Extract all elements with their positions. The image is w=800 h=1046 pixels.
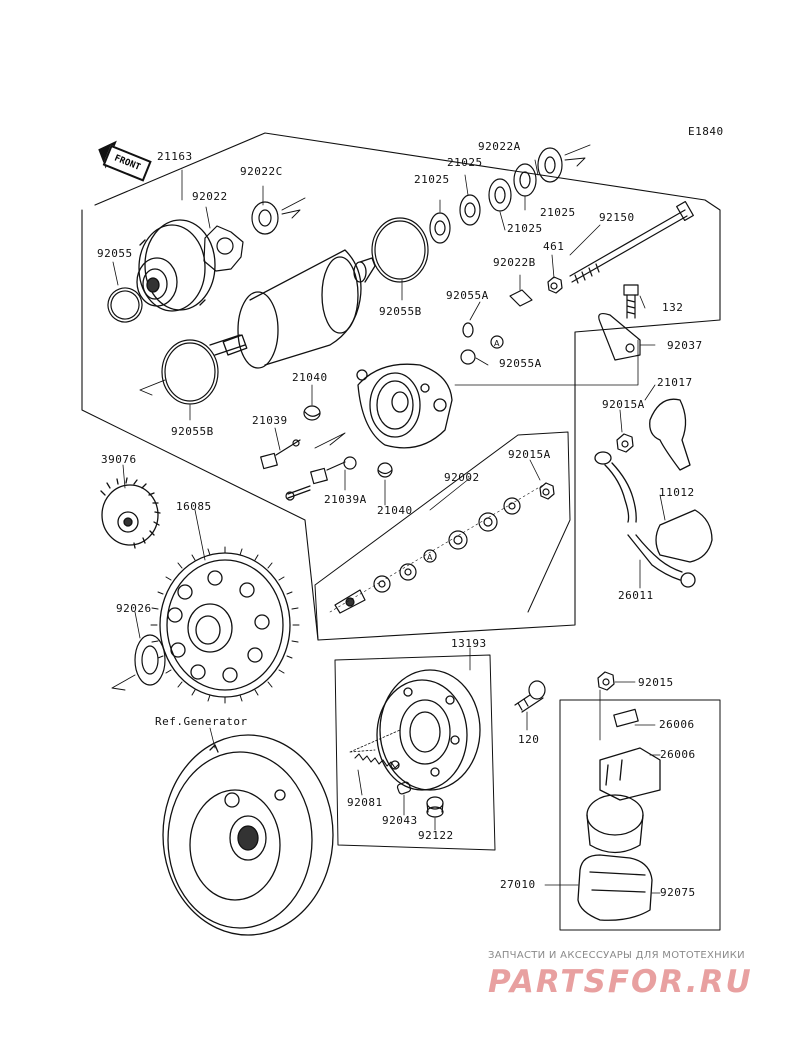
brush-spring-21040-b bbox=[377, 462, 393, 478]
part-label[interactable]: 21039A bbox=[324, 493, 367, 506]
washer-92026 bbox=[134, 634, 166, 686]
part-label[interactable]: 92015 bbox=[638, 676, 674, 689]
generator-rotor bbox=[162, 734, 334, 936]
part-label[interactable]: 21025 bbox=[540, 206, 576, 219]
part-label[interactable]: 92037 bbox=[667, 339, 703, 352]
svg-text:A: A bbox=[494, 339, 500, 348]
ref-mark-a-top bbox=[490, 335, 504, 349]
washer-92022C bbox=[251, 201, 279, 235]
part-label[interactable]: 21017 bbox=[657, 376, 693, 389]
part-label[interactable]: 92015A bbox=[508, 448, 551, 461]
part-label[interactable]: 92022B bbox=[493, 256, 536, 269]
watermark-tagline: ЗАПЧАСТИ И АКСЕССУАРЫ ДЛЯ МОТОТЕХНИКИ bbox=[488, 950, 745, 961]
thrust-washer-stack bbox=[429, 144, 591, 244]
watermark-brand: PARTSFOR.RU bbox=[488, 964, 753, 1000]
part-label[interactable]: 92081 bbox=[347, 796, 383, 809]
part-label[interactable]: 92055B bbox=[171, 425, 214, 438]
o-ring-92055A-a bbox=[462, 322, 474, 338]
brush-21039 bbox=[260, 439, 301, 470]
part-label[interactable]: 92150 bbox=[599, 211, 635, 224]
part-label[interactable]: 13193 bbox=[451, 637, 487, 650]
nut-461 bbox=[547, 276, 563, 294]
part-label[interactable]: 27010 bbox=[500, 878, 536, 891]
part-label[interactable]: 21163 bbox=[157, 150, 193, 163]
part-label[interactable]: 92022C bbox=[240, 165, 283, 178]
insulator-stack-92002 bbox=[329, 481, 555, 614]
reference-note: Ref.Generator bbox=[155, 715, 248, 728]
part-label[interactable]: 92043 bbox=[382, 814, 418, 827]
starter-clutch-gear-16085 bbox=[159, 552, 291, 698]
screw-21039 bbox=[285, 485, 311, 501]
part-label[interactable]: 26011 bbox=[618, 589, 654, 602]
part-label[interactable]: 21025 bbox=[414, 173, 450, 186]
starter-cable-26011 bbox=[594, 451, 696, 588]
o-ring-92055B-bottom bbox=[161, 339, 219, 405]
part-label[interactable]: 92055A bbox=[446, 289, 489, 302]
brush-21039A bbox=[310, 456, 357, 485]
part-label[interactable]: 21025 bbox=[507, 222, 543, 235]
diagram-code: E1840 bbox=[688, 125, 724, 138]
cap-11012 bbox=[655, 509, 713, 563]
part-label[interactable]: 16085 bbox=[176, 500, 212, 513]
part-label[interactable]: 132 bbox=[662, 301, 684, 314]
part-label[interactable]: 26006 bbox=[660, 748, 696, 761]
part-label[interactable]: 120 bbox=[518, 733, 540, 746]
relay-26006 bbox=[586, 747, 661, 854]
part-label[interactable]: 21025 bbox=[447, 156, 483, 169]
relay-group-outline bbox=[559, 699, 721, 931]
part-label[interactable]: 92026 bbox=[116, 602, 152, 615]
relay-cover-92075 bbox=[577, 854, 653, 921]
plate-92022B bbox=[509, 289, 533, 307]
boot-21017 bbox=[649, 398, 691, 471]
roller-92122 bbox=[426, 796, 444, 818]
part-label[interactable]: 92015A bbox=[602, 398, 645, 411]
brush-spring-21040-a bbox=[303, 405, 321, 421]
nut-92015 bbox=[597, 671, 615, 691]
o-ring-92055A-b bbox=[460, 349, 476, 365]
part-label[interactable]: 39076 bbox=[101, 453, 137, 466]
front-cover bbox=[356, 363, 453, 449]
part-label[interactable]: 92122 bbox=[418, 829, 454, 842]
brush-holder-group-outline bbox=[314, 431, 571, 641]
part-label[interactable]: 92075 bbox=[660, 886, 696, 899]
part-label[interactable]: 92055B bbox=[379, 305, 422, 318]
idler-gear-39076 bbox=[100, 477, 161, 549]
bracket-92037 bbox=[598, 312, 641, 361]
through-bolt-92150 bbox=[569, 200, 694, 284]
nut-92015A bbox=[616, 433, 634, 453]
part-label[interactable]: 461 bbox=[543, 240, 565, 253]
leader-lines bbox=[112, 159, 666, 894]
ref-mark-a-bottom: A bbox=[427, 553, 433, 562]
end-cover-21163 bbox=[136, 219, 216, 312]
o-ring-92055B-top bbox=[371, 217, 429, 283]
part-label[interactable]: 92055A bbox=[499, 357, 542, 370]
part-label[interactable]: 21040 bbox=[292, 371, 328, 384]
spring-92081 bbox=[354, 753, 400, 769]
starter-group-outline bbox=[81, 132, 721, 641]
one-way-clutch-13193 bbox=[376, 669, 481, 791]
part-label[interactable]: 92055 bbox=[97, 247, 133, 260]
bolt-120 bbox=[514, 680, 546, 713]
part-label[interactable]: 92022 bbox=[192, 190, 228, 203]
part-label[interactable]: 21039 bbox=[252, 414, 288, 427]
fuse-26006-a bbox=[613, 708, 639, 728]
part-label[interactable]: 11012 bbox=[659, 486, 695, 499]
part-label[interactable]: 92022A bbox=[478, 140, 521, 153]
part-label[interactable]: 21040 bbox=[377, 504, 413, 517]
bolt-132 bbox=[623, 284, 639, 319]
gear-teeth-16085 bbox=[150, 546, 300, 704]
starter-yoke bbox=[209, 249, 376, 369]
pin-92043 bbox=[396, 781, 412, 795]
clutch-group-outline bbox=[334, 654, 496, 851]
part-label[interactable]: 92002 bbox=[444, 471, 480, 484]
o-ring-92055 bbox=[107, 287, 143, 323]
part-label[interactable]: 26006 bbox=[659, 718, 695, 731]
lock-washer-92022 bbox=[203, 225, 244, 272]
